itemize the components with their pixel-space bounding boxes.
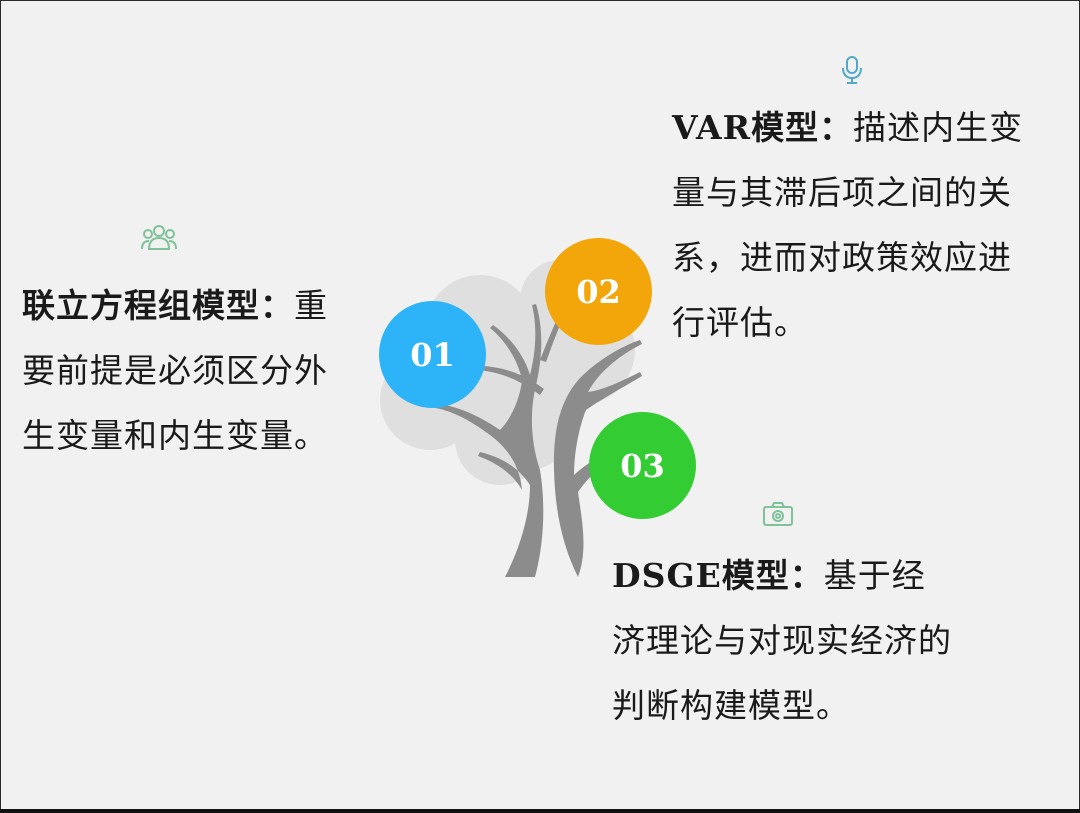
item-03-title: DSGE模型：: [612, 556, 824, 595]
item-01-text: 联立方程组模型：重要前提是必须区分外生变量和内生变量。: [22, 273, 357, 468]
bubble-01: 01: [379, 301, 486, 408]
people-group-icon: [141, 225, 177, 250]
camera-icon: [763, 502, 793, 526]
item-02-desc: 描述内生变量与其滞后项之间的关系，进而对政策效应进行评估。: [672, 108, 1024, 342]
item-01-title: 联立方程组模型：: [22, 286, 294, 325]
item-02-title: VAR模型：: [672, 108, 854, 147]
item-03-text: DSGE模型：基于经济理论与对现实经济的判断构建模型。: [612, 543, 952, 738]
item-01-desc: 重要前提是必须区分外生变量和内生变量。: [22, 286, 328, 455]
item-03-desc: 基于经济理论与对现实经济的判断构建模型。: [612, 556, 952, 725]
item-02-text: VAR模型：描述内生变量与其滞后项之间的关系，进而对政策效应进行评估。: [672, 95, 1044, 355]
bubble-02: 02: [545, 238, 652, 345]
bottom-bar: [0, 809, 1080, 813]
bubble-03: 03: [589, 412, 696, 519]
microphone-icon: [842, 56, 862, 84]
